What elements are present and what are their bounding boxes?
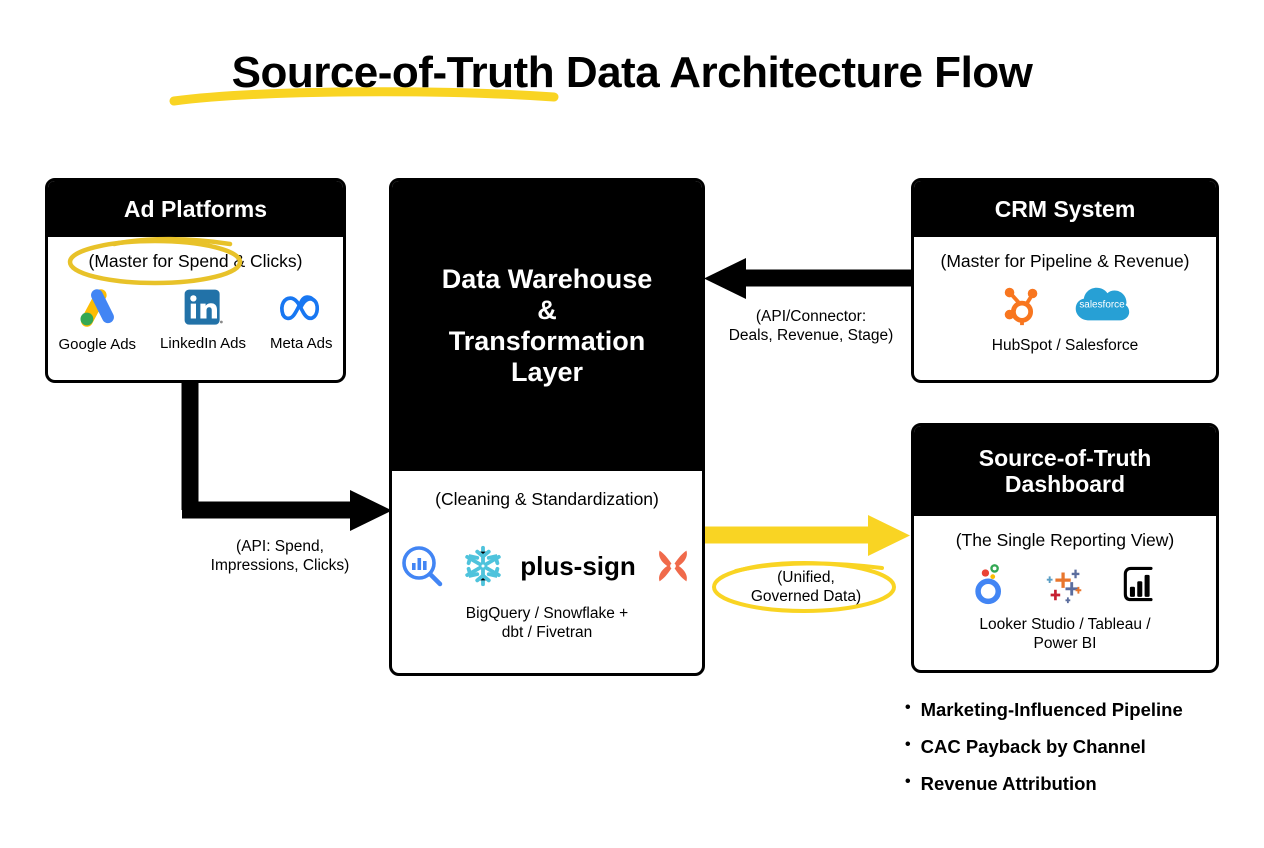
dashboard-subtitle: (The Single Reporting View) (955, 530, 1175, 550)
label-crm-to-warehouse: (API/Connector: Deals, Revenue, Stage) (712, 307, 910, 346)
bullet-icon: • (905, 773, 911, 791)
label-crm-line2: Deals, Revenue, Stage) (728, 327, 894, 345)
connector-crm-to-warehouse (704, 258, 913, 299)
looker-studio-icon[interactable] (968, 561, 1012, 607)
logo-google-ads[interactable]: Google Ads (58, 286, 136, 353)
warehouse-caption-line1: BigQuery / Snowflake + (465, 605, 629, 622)
label-ads-line1: (API: Spend, (236, 538, 324, 555)
box-source-of-truth-dashboard[interactable]: Source-of-Truth Dashboard (The Single Re… (911, 423, 1219, 673)
label-warehouse-to-dashboard: (Unified, Governed Data) (710, 568, 902, 607)
outcome-text: Revenue Attribution (920, 773, 1097, 795)
hubspot-icon[interactable] (999, 282, 1045, 328)
warehouse-header-line1: Data Warehouse (441, 263, 653, 294)
crm-logo-row: salesforce (999, 282, 1131, 328)
bullet-icon: • (905, 736, 911, 754)
box-data-warehouse[interactable]: Data Warehouse & Transformation Layer (C… (389, 178, 705, 676)
logo-linkedin-ads[interactable]: LinkedIn Ads (160, 287, 246, 352)
warehouse-header: Data Warehouse & Transformation Layer (392, 181, 702, 471)
list-item: • Marketing-Influenced Pipeline (905, 698, 1255, 721)
warehouse-header-line3: Transformation (448, 326, 646, 356)
warehouse-subtitle: (Cleaning & Standardization) (435, 489, 659, 509)
dashboard-logo-row (968, 561, 1162, 607)
list-item: • Revenue Attribution (905, 772, 1255, 795)
plus-sign-icon: plus-sign (520, 550, 636, 581)
box-crm-system[interactable]: CRM System (Master for Pipeline & Revenu… (911, 178, 1219, 383)
connector-warehouse-to-dashboard (702, 515, 910, 556)
dashboard-body: (The Single Reporting View) (914, 516, 1216, 654)
bullet-icon: • (905, 699, 911, 716)
dashboard-caption-line1: Looker Studio / Tableau / (979, 616, 1151, 633)
label-ads-line2: Impressions, Clicks) (210, 557, 350, 575)
crm-subtitle: (Master for Pipeline & Revenue) (940, 251, 1190, 271)
linkedin-ads-label: LinkedIn Ads (160, 335, 246, 352)
warehouse-body: (Cleaning & Standardization) (392, 471, 702, 643)
bigquery-icon[interactable] (398, 542, 446, 590)
label-crm-line1: (API/Connector: (755, 308, 867, 325)
ad-platforms-subtitle: (Master for Spend & Clicks) (88, 251, 303, 271)
tableau-icon[interactable] (1042, 561, 1088, 607)
dashboard-header-line2: Dashboard (1004, 471, 1126, 497)
ad-platforms-body: (Master for Spend & Clicks) Google Ads (48, 237, 343, 353)
salesforce-wordmark: salesforce (1079, 300, 1125, 311)
crm-header: CRM System (914, 181, 1216, 237)
warehouse-header-line4: Layer (510, 357, 584, 388)
linkedin-ads-icon (184, 289, 223, 325)
unified-data-highlight-ellipse (712, 561, 896, 613)
outcomes-list: • Marketing-Influenced Pipeline • CAC Pa… (905, 698, 1255, 809)
master-spend-highlight-ellipse (67, 236, 243, 286)
dashboard-caption-line2: Power BI (1033, 635, 1097, 653)
meta-ads-label: Meta Ads (269, 335, 333, 352)
google-ads-icon (80, 289, 115, 327)
crm-caption: HubSpot / Salesforce (991, 337, 1139, 354)
warehouse-header-line2: & (537, 294, 557, 325)
logo-meta-ads[interactable]: Meta Ads (270, 287, 333, 352)
snowflake-icon[interactable] (460, 543, 506, 589)
salesforce-icon[interactable]: salesforce (1073, 284, 1131, 326)
outcome-text: CAC Payback by Channel (920, 736, 1146, 758)
dashboard-header: Source-of-Truth Dashboard (914, 426, 1216, 516)
meta-ads-icon (280, 295, 320, 321)
google-ads-label: Google Ads (58, 336, 137, 353)
title-underline-highlight (169, 87, 559, 106)
crm-body: (Master for Pipeline & Revenue) salesfor… (914, 237, 1216, 356)
list-item: • CAC Payback by Channel (905, 735, 1255, 758)
label-ads-to-warehouse: (API: Spend, Impressions, Clicks) (172, 537, 388, 576)
warehouse-logo-row: plus-sign (398, 542, 696, 590)
ad-platforms-header: Ad Platforms (48, 181, 343, 237)
label-unified-line1: (Unified, (777, 569, 835, 586)
fivetran-icon[interactable] (650, 543, 696, 589)
ad-platforms-logo-row: Google Ads LinkedIn Ads (58, 286, 333, 353)
power-bi-icon[interactable] (1118, 561, 1162, 607)
label-unified-line2: Governed Data) (750, 588, 862, 606)
box-ad-platforms[interactable]: Ad Platforms (Master for Spend & Clicks)… (45, 178, 346, 383)
connector-ads-to-warehouse (181, 375, 392, 531)
warehouse-caption-line2: dbt / Fivetran (501, 624, 593, 642)
dashboard-header-line1: Source-of-Truth (978, 444, 1152, 471)
outcome-text: Marketing-Influenced Pipeline (920, 699, 1183, 720)
